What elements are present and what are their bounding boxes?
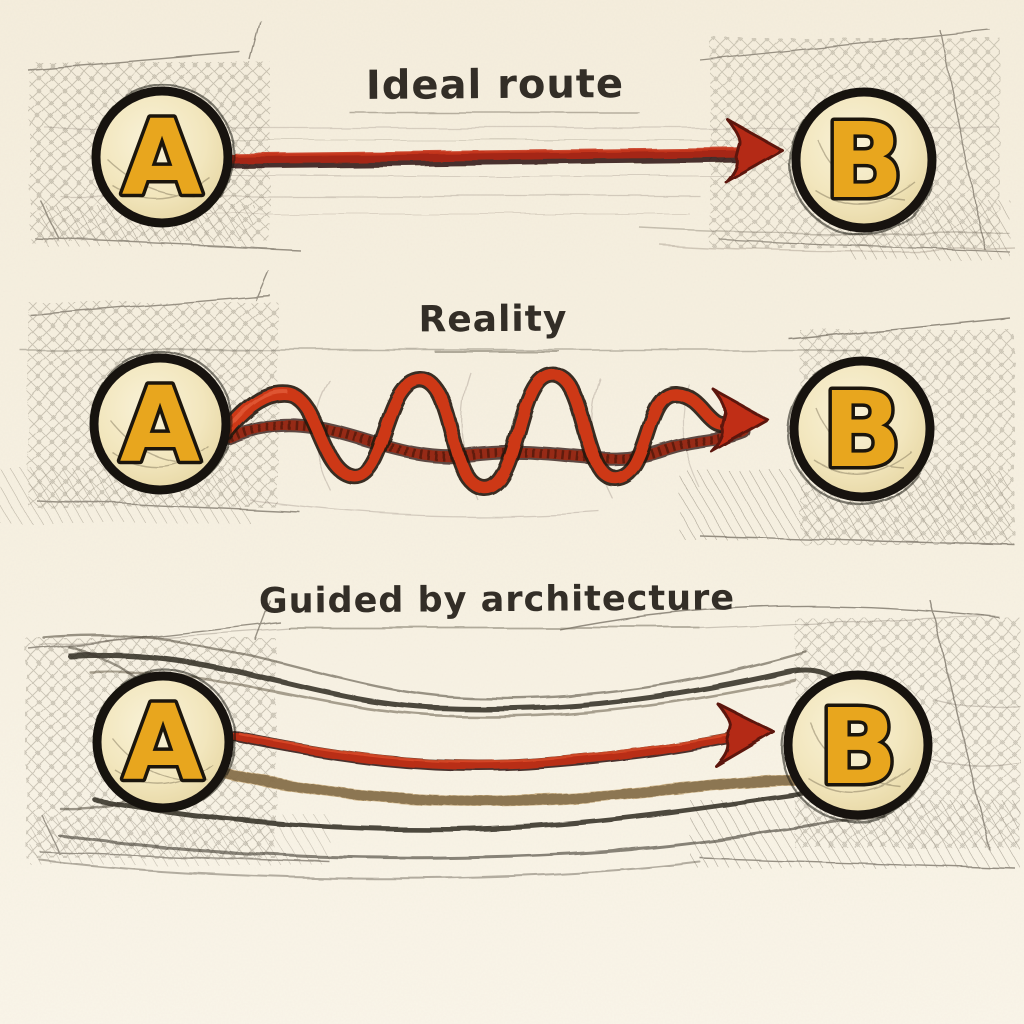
pencil-guide-lines-3 [39, 615, 1021, 768]
chaotic-arrow [217, 365, 770, 497]
node-a-2-label: A [120, 364, 201, 486]
guided-arrow [228, 702, 795, 772]
node-a-1: A [91, 83, 236, 228]
arrowhead-3 [714, 702, 776, 768]
panel-title-ideal-route: Ideal route [365, 61, 625, 109]
node-a-3-label: A [123, 682, 204, 804]
node-b-3: B [780, 670, 933, 824]
node-a-2: A [89, 350, 234, 495]
panel-title-reality: Reality [418, 298, 568, 341]
panel-reality: A B [0, 269, 1016, 546]
node-a-3: A [92, 668, 237, 813]
node-b-3-label: B [818, 686, 897, 808]
arrowhead-2 [710, 388, 770, 454]
pencil-guide-lines-2 [20, 349, 860, 518]
panel-ideal: A B [27, 19, 1016, 260]
guide-rails [39, 634, 886, 880]
straight-arrow [225, 118, 805, 184]
node-b-2-label: B [822, 369, 901, 491]
panel-title-guided-by-architecture: Guided by architecture [258, 578, 736, 622]
node-a-1-label: A [122, 97, 203, 219]
node-b-2: B [786, 356, 935, 506]
panel-guided: A B [26, 599, 1021, 880]
node-b-1-label: B [824, 100, 903, 222]
node-b-1: B [788, 87, 937, 237]
arrowhead-1 [724, 118, 784, 184]
